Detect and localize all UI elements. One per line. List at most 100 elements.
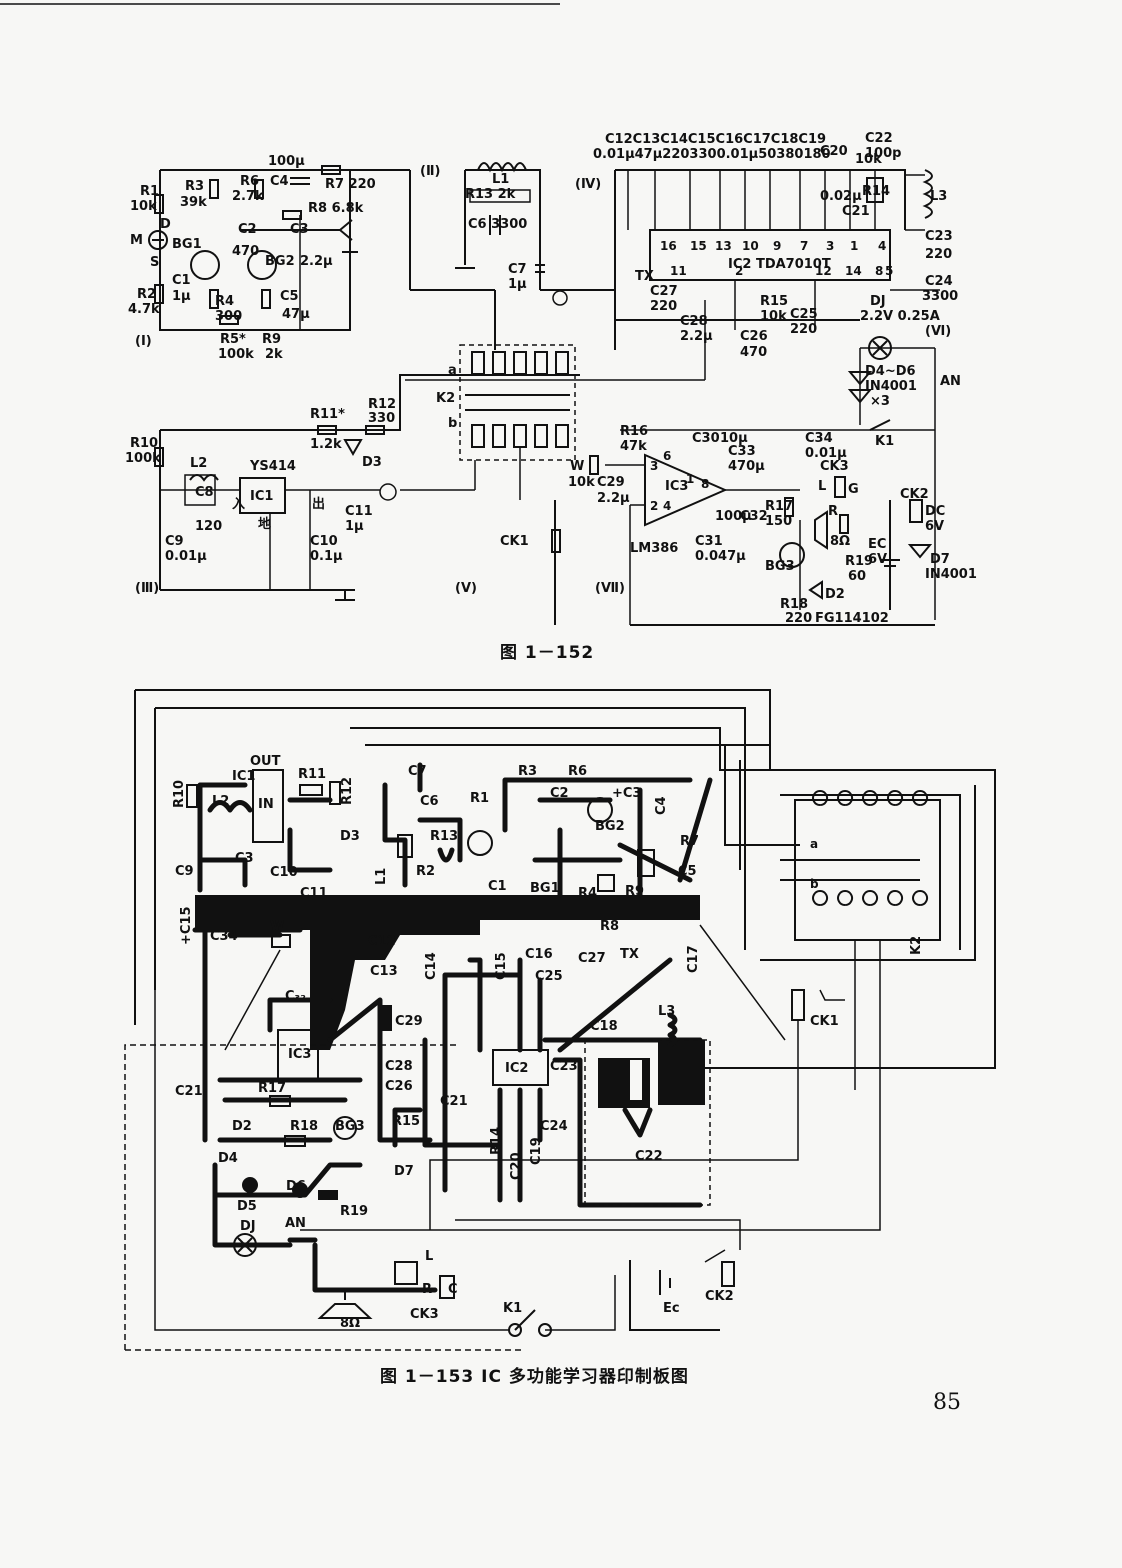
svg-text:R6: R6 [568, 764, 587, 779]
svg-text:10k: 10k [760, 309, 787, 324]
svg-text:C29: C29 [395, 1014, 423, 1029]
svg-text:C9: C9 [175, 864, 194, 879]
svg-text:C20: C20 [820, 144, 848, 159]
svg-text:100k: 100k [218, 347, 254, 362]
svg-text:470: 470 [232, 244, 259, 259]
svg-text:15: 15 [690, 239, 707, 253]
svg-text:YS414: YS414 [249, 459, 296, 474]
svg-text:220: 220 [650, 299, 677, 314]
svg-text:300: 300 [215, 309, 242, 324]
svg-text:R15: R15 [760, 294, 788, 309]
svg-text:IC1: IC1 [250, 489, 273, 504]
svg-text:b: b [810, 877, 819, 891]
svg-text:D2: D2 [825, 587, 845, 602]
svg-text:C12C13C14C15C16C17C18C19: C12C13C14C15C16C17C18C19 [605, 132, 826, 147]
svg-text:47μ: 47μ [282, 307, 310, 322]
svg-text:C25: C25 [790, 307, 818, 322]
svg-text:L2: L2 [190, 456, 207, 471]
svg-text:DC: DC [925, 504, 945, 519]
svg-text:C28: C28 [680, 314, 708, 329]
svg-text:5: 5 [885, 264, 893, 278]
svg-text:12: 12 [815, 264, 832, 278]
svg-text:R13: R13 [430, 829, 458, 844]
svg-text:C23: C23 [550, 1059, 578, 1074]
svg-text:60: 60 [848, 569, 866, 584]
svg-text:1μ: 1μ [345, 519, 364, 534]
svg-text:8: 8 [701, 477, 709, 491]
svg-text:BG1: BG1 [530, 881, 560, 896]
svg-text:R14: R14 [489, 1127, 504, 1155]
svg-text:S: S [150, 255, 159, 270]
svg-text:C10: C10 [310, 534, 338, 549]
svg-text:2.2μ: 2.2μ [597, 491, 630, 506]
svg-text:13: 13 [715, 239, 732, 253]
svg-text:0.02μ: 0.02μ [820, 189, 862, 204]
svg-text:IN: IN [258, 797, 274, 812]
svg-text:×3: ×3 [870, 394, 890, 409]
svg-text:2: 2 [735, 264, 743, 278]
svg-text:6V: 6V [868, 552, 887, 567]
svg-text:220: 220 [790, 322, 817, 337]
svg-text:入: 入 [232, 497, 245, 512]
svg-text:C4: C4 [270, 174, 289, 189]
svg-text:220: 220 [925, 247, 952, 262]
svg-text:10k: 10k [855, 152, 882, 167]
svg-text:TX: TX [635, 269, 654, 284]
svg-text:CK1: CK1 [500, 534, 529, 549]
svg-text:14: 14 [845, 264, 862, 278]
svg-text:R: R [422, 1282, 432, 1297]
svg-text:OUT: OUT [250, 754, 281, 769]
page-number: 85 [933, 1390, 961, 1415]
svg-text:0.01μ47μ2203300.01μ50380180: 0.01μ47μ2203300.01μ50380180 [593, 147, 831, 162]
svg-text:b: b [448, 416, 457, 431]
svg-text:IN4001: IN4001 [865, 379, 917, 394]
svg-text:L2: L2 [212, 794, 229, 809]
svg-text:C21: C21 [440, 1094, 468, 1109]
svg-text:R8 6.8k: R8 6.8k [308, 201, 364, 216]
svg-text:R7: R7 [680, 834, 699, 849]
svg-text:47k: 47k [620, 439, 647, 454]
svg-text:BG3: BG3 [335, 1119, 365, 1134]
svg-text:R19: R19 [845, 554, 873, 569]
svg-text:C31: C31 [695, 534, 723, 549]
svg-text:2.7k: 2.7k [232, 189, 264, 204]
svg-text:C24: C24 [540, 1119, 568, 1134]
svg-text:C1: C1 [488, 879, 507, 894]
svg-text:R1: R1 [140, 184, 159, 199]
svg-text:1μ: 1μ [172, 289, 191, 304]
svg-text:C28: C28 [385, 1059, 413, 1074]
svg-text:W: W [270, 919, 284, 934]
svg-text:C4: C4 [654, 796, 669, 815]
svg-text:100p: 100p [865, 146, 901, 161]
svg-text:R12: R12 [368, 397, 396, 412]
svg-text:R8: R8 [600, 919, 619, 934]
svg-text:L1: L1 [492, 172, 509, 187]
svg-text:0.047μ: 0.047μ [695, 549, 746, 564]
svg-text:R10: R10 [130, 436, 158, 451]
svg-text:4.7k: 4.7k [128, 302, 160, 317]
svg-text:10: 10 [742, 239, 759, 253]
svg-text:CK3: CK3 [410, 1307, 439, 1322]
svg-text:BG2: BG2 [265, 254, 295, 269]
svg-text:C₃₂: C₃₂ [285, 989, 306, 1004]
svg-text:R12: R12 [340, 777, 355, 805]
svg-text:4: 4 [878, 239, 886, 253]
svg-text:R13 2k: R13 2k [465, 187, 516, 202]
svg-text:D2: D2 [232, 1119, 252, 1134]
svg-text:LM386: LM386 [630, 541, 678, 556]
svg-text:R3: R3 [185, 179, 204, 194]
svg-text:C20: C20 [509, 1152, 524, 1180]
svg-text:BG3: BG3 [765, 559, 795, 574]
svg-text:2k: 2k [265, 347, 283, 362]
svg-text:IC2 TDA7010T: IC2 TDA7010T [728, 257, 831, 272]
svg-text:IC3: IC3 [665, 479, 688, 494]
svg-text:a: a [810, 837, 818, 851]
svg-text:a: a [448, 363, 457, 378]
svg-text:C27: C27 [578, 951, 606, 966]
svg-text:R: R [828, 504, 838, 519]
svg-text:C6: C6 [420, 794, 439, 809]
svg-text:D4~D6: D4~D6 [865, 364, 916, 379]
svg-text:C29: C29 [597, 475, 625, 490]
